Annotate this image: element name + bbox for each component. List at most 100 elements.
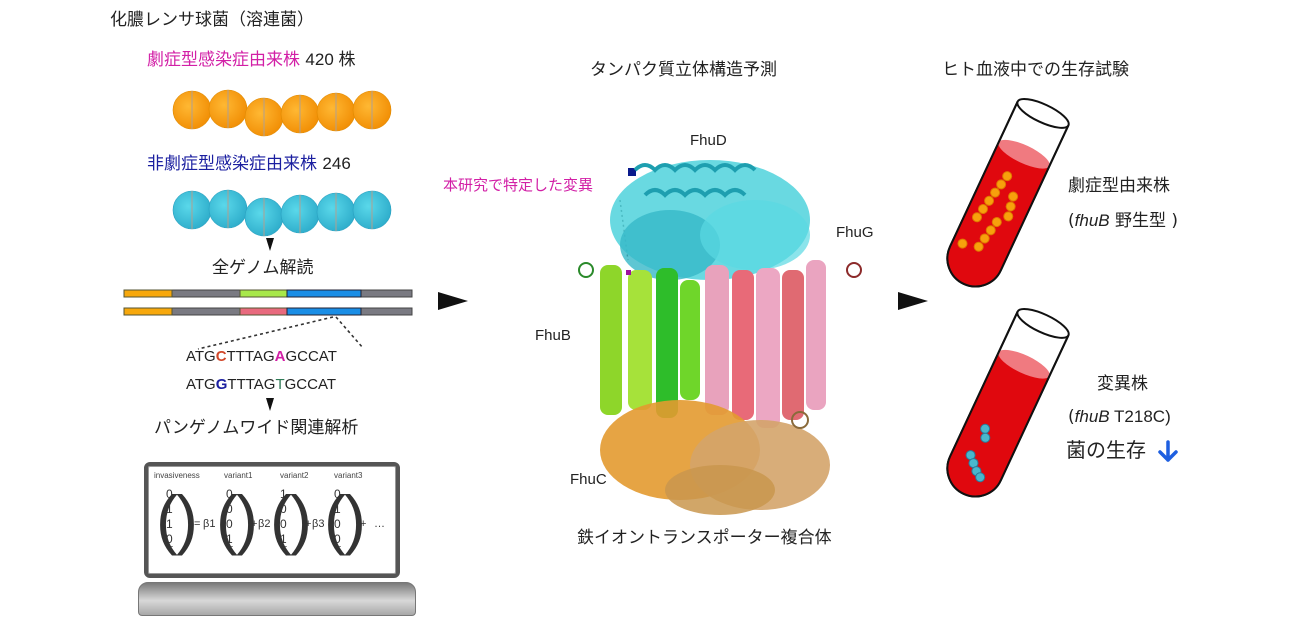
coccus-cell (973, 241, 984, 252)
variant-base: T (275, 376, 285, 393)
sequence-noninvasive: ATGGTTTAGTGCCAT (186, 377, 336, 392)
arrow-down-icon (266, 238, 274, 251)
test-tube-mutant (946, 308, 1070, 498)
vector-entry: 0 (226, 487, 233, 501)
vector-entry: 0 (166, 532, 173, 546)
header-variant3: variant3 (334, 471, 363, 480)
structure-title: タンパク質立体構造予測 (590, 60, 777, 80)
beta-3: β3 (312, 518, 325, 530)
invasive-count: 420 株 (305, 50, 356, 69)
coccus-cell (991, 217, 1002, 228)
seq-part: ATG (186, 376, 216, 393)
seq-part: ATG (186, 348, 216, 365)
equals-sign: = (194, 518, 201, 530)
gwas-label: パンゲノムワイド関連解析 (154, 418, 359, 438)
organism-title: 化膿レンサ球菌（溶連菌） (110, 10, 314, 30)
paren: ( (1068, 407, 1075, 427)
vector-entry: 0 (334, 517, 341, 531)
noninvasive-count: 246 (322, 154, 351, 173)
vector-entry: 1 (166, 502, 173, 516)
vector-entry: 0 (226, 502, 233, 516)
vector-entry: 1 (280, 532, 287, 546)
coccus-cell (1003, 211, 1014, 222)
vector-bracket-right: ) (176, 482, 198, 556)
vector-bracket-right: ) (344, 482, 366, 556)
gene-name: fhuB (1074, 407, 1110, 426)
vector-entry: 1 (334, 502, 341, 516)
coccus-cell (965, 450, 976, 461)
protein-structure (578, 160, 862, 515)
vector-entry: 0 (166, 487, 173, 501)
coccus-cell (1005, 201, 1016, 212)
seq-part: GCCAT (284, 376, 337, 393)
header-variant2: variant2 (280, 471, 309, 480)
coccus-cell (975, 472, 986, 483)
variant-base: A (274, 348, 286, 365)
tube1-label-line2: (fhuB 野生型 ) (1068, 212, 1178, 230)
orange-cocci-in-blood (957, 171, 1019, 252)
down-arrow-icon (1158, 440, 1178, 462)
fhub-structure (578, 262, 700, 418)
invasive-cocci-chain (172, 89, 392, 137)
paren: ( (1068, 211, 1075, 231)
vector-bracket-left: ( (270, 482, 292, 556)
noninvasive-cocci-chain (172, 189, 392, 237)
wgs-label: 全ゲノム解読 (212, 258, 314, 278)
arrow-right-icon (898, 292, 928, 310)
tube1-label-line1: 劇症型由来株 (1068, 176, 1170, 196)
vector-entry: 1 (280, 487, 287, 501)
sequence-invasive: ATGCTTTAGAGCCAT (186, 349, 337, 364)
vector-entry: 0 (334, 487, 341, 501)
subunit-label-fhub: FhuB (535, 327, 571, 344)
coccus-cell (980, 432, 991, 443)
seq-part: TTTAG (226, 348, 275, 365)
vector-ellipsis: ⋮ (227, 545, 237, 556)
beta-1: β1 (203, 518, 216, 530)
vector-bracket-right: ) (236, 482, 258, 556)
mutation-label: 本研究で特定した変異 (443, 176, 594, 194)
zoom-line-left (197, 316, 334, 350)
subunit-label-fhud: FhuD (690, 132, 727, 149)
tube2-label-line3: 菌の生存 (1066, 438, 1146, 462)
fhuc-structure (600, 400, 830, 515)
plus-sign: + (251, 518, 258, 530)
invasive-label: 劇症型感染症由来株 (147, 50, 300, 70)
genome-bar-2 (123, 307, 413, 316)
vector-ellipsis: ⋮ (167, 545, 177, 556)
vector-bracket-left: ( (324, 482, 346, 556)
structure-caption: 鉄イオントランスポーター複合体 (577, 528, 832, 548)
genotype: T218C) (1109, 407, 1171, 426)
vector-bracket-left: ( (156, 482, 178, 556)
cyan-cocci-in-blood (965, 423, 991, 483)
genome-bar-1 (123, 289, 413, 298)
coccus-cell (979, 233, 990, 244)
vector-bracket-right: ) (290, 482, 312, 556)
test-tube-wildtype (946, 98, 1070, 288)
noninvasive-strains-label: 非劇症型感染症由来株 246 (147, 155, 351, 173)
coccus-cell (957, 238, 968, 249)
vector-entry: 0 (226, 517, 233, 531)
variant-base: C (215, 348, 227, 365)
coccus-cell (978, 204, 989, 215)
seq-part: GCCAT (285, 348, 337, 365)
genome-alignment (123, 289, 413, 350)
seq-part: TTTAG (227, 376, 276, 393)
vector-entry: 0 (280, 502, 287, 516)
vector-ellipsis: ⋮ (335, 545, 345, 556)
vector-entry: 0 (334, 532, 341, 546)
subunit-label-fhuc: FhuC (570, 471, 607, 488)
laptop-keyboard-base (138, 582, 416, 616)
coccus-cell (971, 212, 982, 223)
tube2-label-line2: (fhuB T218C) (1068, 408, 1171, 426)
noninvasive-label: 非劇症型感染症由来株 (147, 154, 317, 174)
coccus-cell (980, 423, 991, 434)
coccus-cell (985, 225, 996, 236)
survival-title: ヒト血液中での生存試験 (942, 60, 1129, 80)
arrow-right-icon (438, 292, 468, 310)
beta-2: β2 (258, 518, 271, 530)
zoom-line-right (335, 316, 364, 349)
fhud-structure (610, 160, 810, 280)
vector-bracket-left: ( (216, 482, 238, 556)
fhug-structure (705, 260, 862, 428)
